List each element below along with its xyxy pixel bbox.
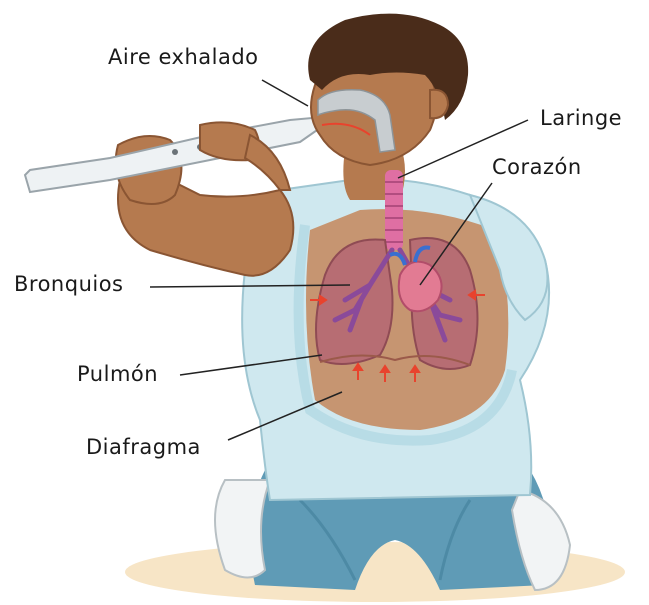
label-diafragma: Diafragma [86, 437, 201, 458]
ear [430, 90, 448, 118]
label-laringe: Laringe [540, 108, 622, 129]
label-pulmon: Pulmón [77, 364, 158, 385]
flute-hole-1 [172, 149, 178, 155]
label-corazon: Corazón [492, 157, 582, 178]
trachea [385, 170, 403, 250]
label-aire-exhalado: Aire exhalado [108, 47, 259, 68]
heart [399, 262, 442, 312]
label-bronquios: Bronquios [14, 274, 124, 295]
left-shoe [215, 480, 270, 578]
